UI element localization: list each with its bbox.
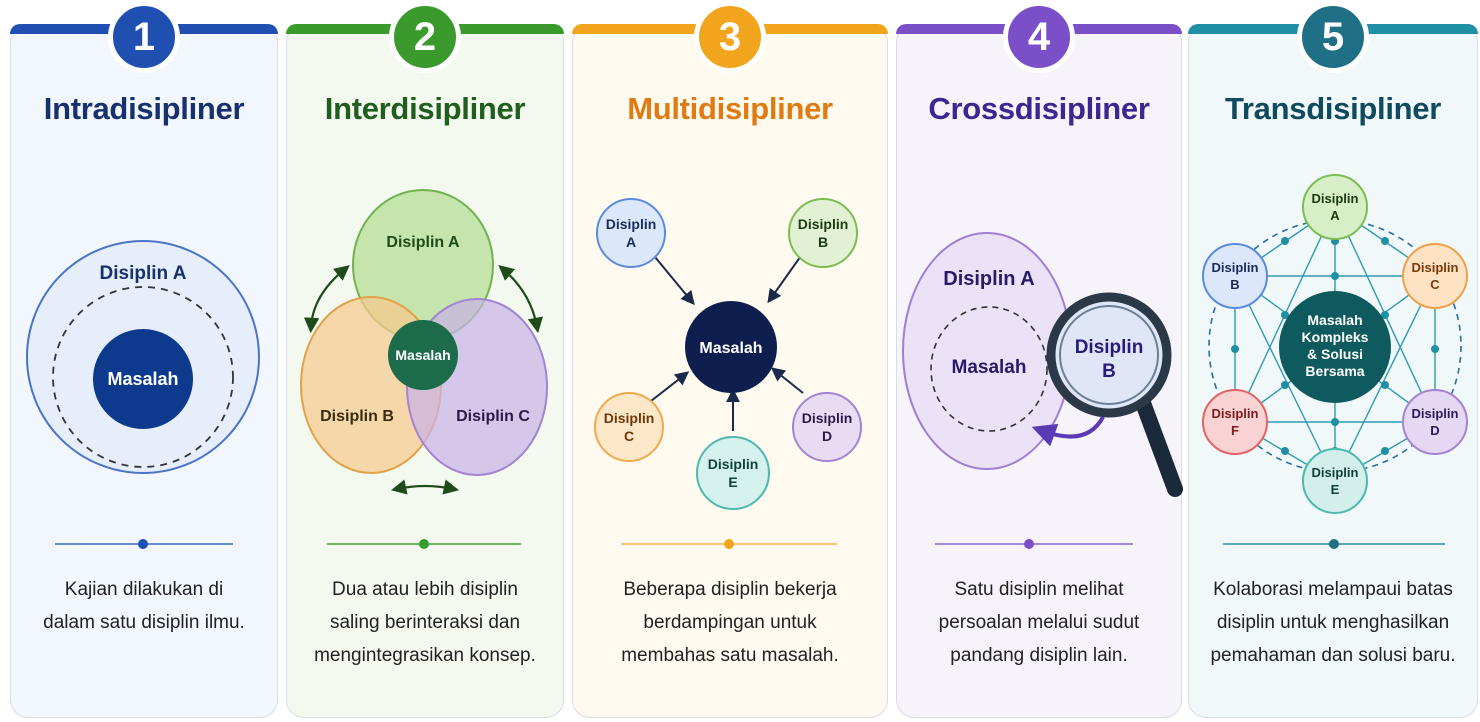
disiplin-b-label: Disiplin [1075, 337, 1144, 358]
svg-text:C: C [624, 428, 634, 444]
multidisipliner-diagram: Masalah Disiplin A Disiplin B Disiplin C… [594, 198, 862, 510]
disiplin-f-label: Disiplin [1212, 406, 1259, 421]
disiplin-c-node [1402, 243, 1468, 309]
disiplin-a-node [1302, 174, 1368, 240]
disiplin-c-label: Disiplin [1412, 260, 1459, 275]
disiplin-b-node [788, 198, 858, 268]
dashed-network-ring [1208, 219, 1462, 473]
panel-description: Kolaborasi melampaui batas disiplin untu… [1210, 579, 1456, 666]
panel-intradisipliner: 1 Intradisipliner Disiplin A Masalah Kaj… [10, 1, 278, 718]
disiplin-a-label: Disiplin A [386, 234, 460, 251]
panel-title: Intradisipliner [43, 91, 245, 126]
disiplin-d-node [792, 392, 862, 462]
disiplin-a-node [596, 198, 666, 268]
center-label-line3: & Solusi [1307, 346, 1363, 362]
panel-title: Transdisipliner [1224, 91, 1441, 126]
panel-title: Crossdisipliner [928, 91, 1150, 126]
disiplin-a-label: Disiplin [1312, 191, 1359, 206]
panel-title: Multidisipliner [627, 91, 833, 126]
arrow-bottom [390, 479, 460, 495]
disiplin-d-label: Disiplin [1412, 406, 1459, 421]
arrow-right [498, 264, 543, 334]
masalah-label: Masalah [107, 369, 178, 389]
svg-text:B: B [1102, 361, 1116, 382]
step-number-badge: 4 [1003, 1, 1075, 73]
masalah-dashed-area [930, 306, 1048, 432]
svg-text:B: B [818, 234, 828, 250]
disiplin-a-label: Disiplin A [100, 263, 187, 284]
panel-title: Interdisipliner [324, 91, 526, 126]
svg-text:A: A [1330, 208, 1340, 223]
svg-text:D: D [822, 428, 832, 444]
panel-transdisipliner: 5 Transdisipliner Masalah Kompleks & Sol… [1188, 1, 1478, 718]
panel-divider [935, 539, 1133, 549]
center-label-line2: Kompleks [1302, 329, 1369, 345]
panel-divider [1223, 539, 1445, 549]
disiplin-a-label: Disiplin A [943, 268, 1034, 290]
masalah-circle [93, 329, 193, 429]
disiplin-e-node [1302, 448, 1368, 514]
dashed-boundary [52, 286, 234, 468]
magnifier-icon [1046, 292, 1183, 497]
interdisipliner-diagram: Disiplin A Disiplin B Disiplin C Masalah [300, 189, 548, 495]
disiplin-c-label: Disiplin C [456, 408, 530, 425]
masalah-kompleks-circle [1279, 291, 1391, 403]
svg-text:A: A [626, 234, 636, 250]
svg-text:E: E [728, 474, 737, 490]
step-number-badge: 1 [108, 1, 180, 73]
svg-text:D: D [1430, 423, 1439, 438]
panel-divider [55, 539, 233, 549]
masalah-circle [388, 320, 458, 390]
transdisipliner-diagram: Masalah Kompleks & Solusi Bersama Disipl… [1202, 174, 1468, 514]
intradisipliner-diagram: Disiplin A Masalah [26, 240, 260, 474]
masalah-label: Masalah [952, 357, 1027, 378]
arrow-left [303, 265, 350, 334]
disiplin-e-label: Disiplin [708, 456, 759, 472]
disiplin-f-node [1202, 389, 1268, 455]
curved-arrow [1031, 415, 1105, 447]
disiplin-d-node [1402, 389, 1468, 455]
svg-text:E: E [1331, 482, 1340, 497]
panel-description: Satu disiplin melihat persoalan melalui … [938, 579, 1140, 666]
disiplin-c-node [594, 392, 664, 462]
step-number-badge: 2 [389, 1, 461, 73]
disiplin-e-label: Disiplin [1312, 465, 1359, 480]
svg-text:B: B [1230, 277, 1239, 292]
svg-text:F: F [1231, 423, 1239, 438]
disiplin-c-label: Disiplin [604, 410, 655, 426]
disiplin-b-label: Disiplin [798, 216, 849, 232]
masalah-circle [685, 301, 777, 393]
disiplin-b-label: Disiplin B [320, 408, 394, 425]
svg-text:C: C [1430, 277, 1440, 292]
center-label-line4: Bersama [1305, 363, 1364, 379]
panel-description: Dua atau lebih disiplin saling berintera… [314, 579, 536, 666]
panel-description: Beberapa disiplin bekerja berdampingan u… [621, 579, 839, 666]
step-number-badge: 3 [694, 1, 766, 73]
disiplin-b-label: Disiplin [1212, 260, 1259, 275]
masalah-label: Masalah [395, 347, 450, 363]
panel-multidisipliner: 3 Multidisipliner Masalah Disiplin A Dis… [572, 1, 888, 718]
disiplin-d-label: Disiplin [802, 410, 853, 426]
step-number-badge: 5 [1297, 1, 1369, 73]
panel-divider [621, 539, 837, 549]
panel-crossdisipliner: 4 Crossdisipliner Disiplin A Masalah Dis… [896, 1, 1183, 718]
crossdisipliner-diagram: Disiplin A Masalah Disiplin B [902, 232, 1183, 497]
panel-description: Kajian dilakukan di dalam satu disiplin … [43, 579, 245, 633]
panel-divider [327, 539, 521, 549]
disiplin-e-node [696, 436, 770, 510]
center-label-line1: Masalah [1307, 312, 1362, 328]
disiplin-a-label: Disiplin [606, 216, 657, 232]
masalah-label: Masalah [699, 340, 762, 357]
panel-interdisipliner: 2 Interdisipliner Disiplin A Disiplin B … [286, 1, 564, 718]
disiplin-b-node [1202, 243, 1268, 309]
